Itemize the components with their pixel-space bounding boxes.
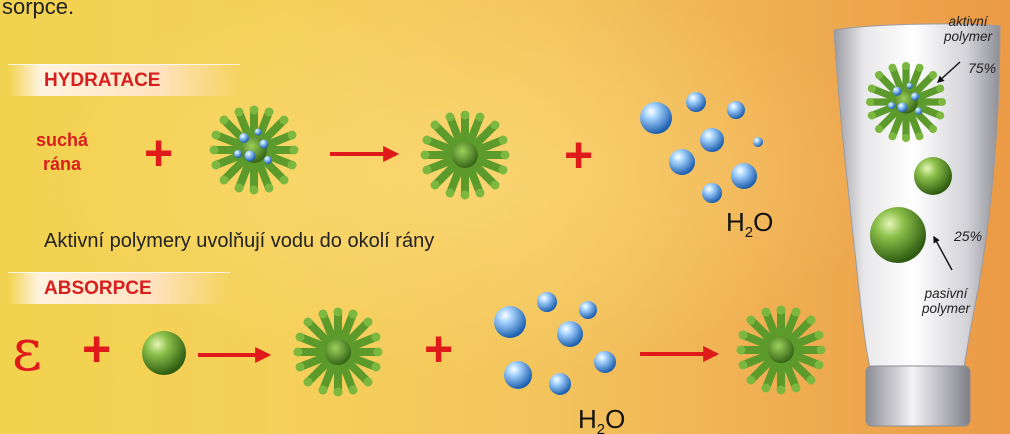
water-formula-subscript: 2 (744, 224, 754, 242)
passive-polymer-label: pasivní polymer (922, 286, 970, 316)
water-formula: H2O (578, 404, 625, 434)
water-formula-subscript: 2 (596, 421, 606, 434)
epsilon-symbol: ε (12, 316, 43, 384)
active-polymer-label-line1: aktivní (948, 14, 988, 29)
water-formula-h: H (578, 404, 597, 434)
plus-sign: + (564, 127, 594, 183)
tube-body (833, 23, 1001, 369)
water-formula-o: O (753, 207, 774, 237)
hydration-description: Aktivní polymery uvolňují vodu do okolí … (44, 230, 435, 252)
passive-polymer-label-line1: pasivní (924, 286, 968, 301)
passive-polymer-label-line2: polymer (922, 301, 971, 316)
water-formula-h: H (726, 207, 745, 237)
passive-polymer-icon (914, 157, 952, 195)
water-formula: H2O (726, 207, 773, 241)
water-droplet-icon (640, 92, 763, 203)
plus-sign: + (144, 125, 174, 181)
dry-wound-line1: suchá (36, 130, 89, 150)
active-polymer-icon (866, 62, 946, 142)
passive-polymer-percent: 25% (954, 228, 983, 244)
hydration-title: HYDRATACE (8, 64, 240, 96)
intro-text-fragment: sorpce. (2, 0, 75, 19)
water-formula-o: O (605, 404, 626, 434)
active-polymer-percent: 75% (968, 60, 997, 76)
pointer-arrow-passive (933, 235, 953, 271)
passive-polymer-icon (142, 331, 186, 375)
plus-sign: + (424, 321, 454, 377)
dry-wound-line2: rána (43, 154, 82, 174)
tube-cap (865, 365, 971, 427)
absorption-title: ABSORPCE (8, 272, 230, 304)
active-polymer-label: aktivní polymer (944, 14, 992, 44)
pointer-arrow-active (936, 61, 961, 83)
plus-sign: + (82, 321, 112, 377)
active-polymer-label-line2: polymer (944, 29, 993, 44)
water-droplet-icon (494, 292, 616, 395)
dry-wound-label: suchá rána (36, 128, 88, 176)
passive-polymer-icon (870, 207, 926, 263)
